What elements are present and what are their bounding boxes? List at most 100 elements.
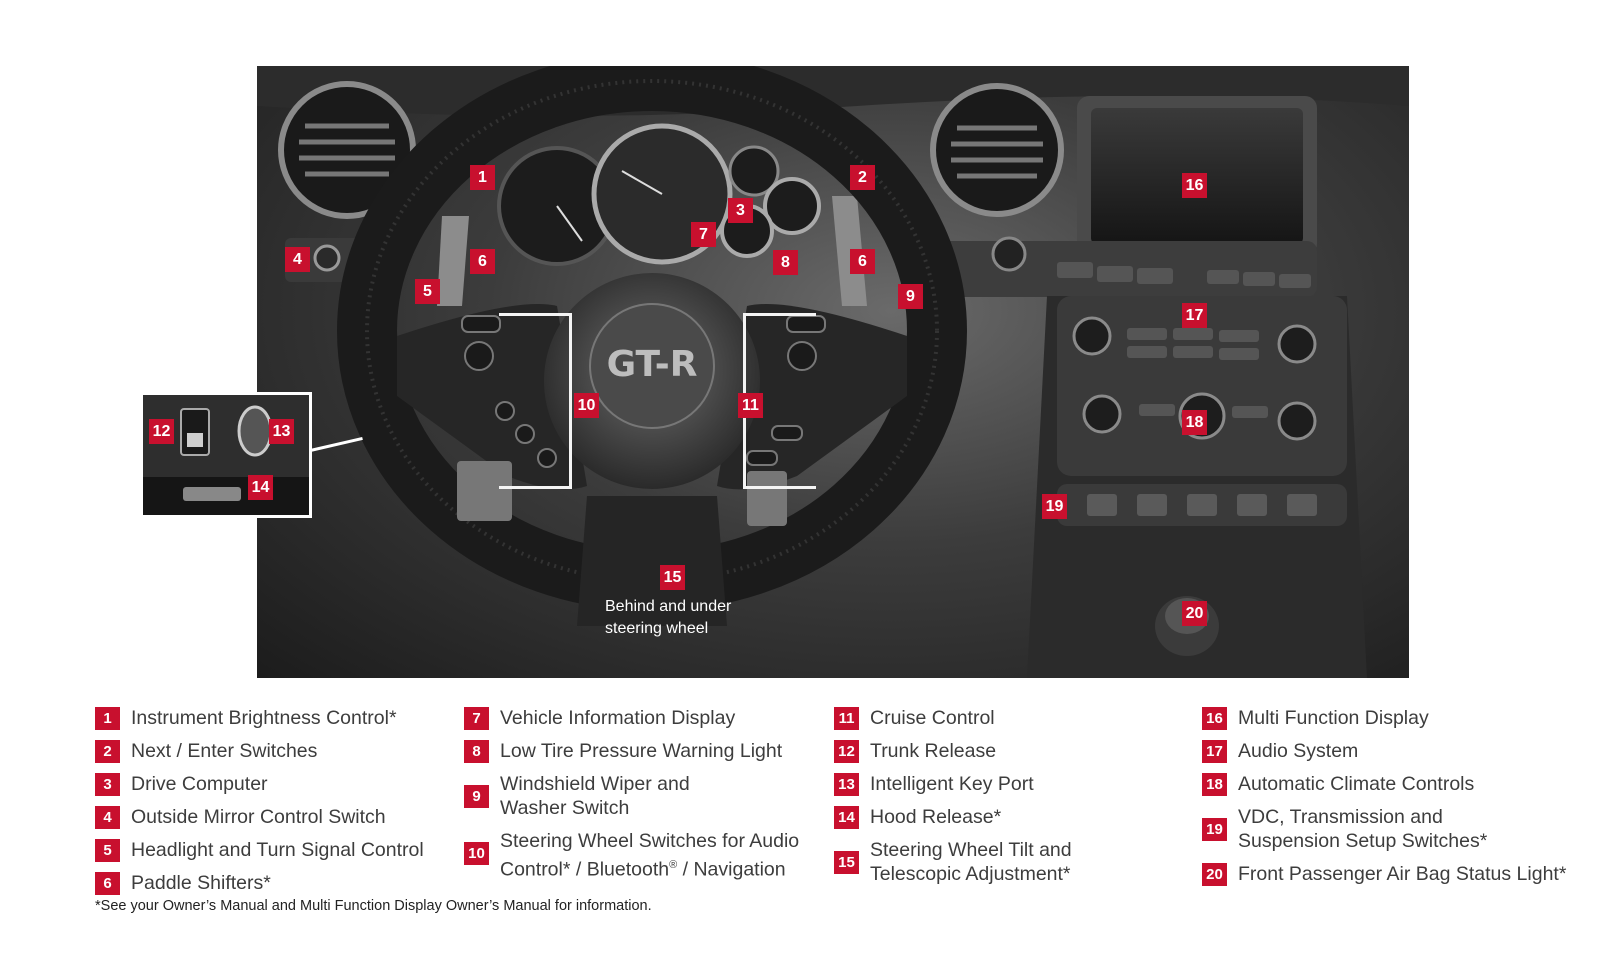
legend-label: Next / Enter Switches [131, 740, 318, 762]
callout-badge-6b: 6 [850, 249, 875, 274]
legend-label: Instrument Brightness Control* [131, 707, 397, 729]
legend-label-line2b: / Navigation [677, 858, 786, 881]
footnote: *See your Owner’s Manual and Multi Funct… [95, 898, 652, 914]
legend-item: 14 Hood Release* [834, 805, 1072, 829]
legend-item: 6 Paddle Shifters* [95, 871, 424, 895]
callout-badge-2: 2 [850, 165, 875, 190]
callout-badge-6a: 6 [470, 249, 495, 274]
callout-badge-8: 8 [773, 250, 798, 275]
legend-item: 1 Instrument Brightness Control* [95, 706, 424, 730]
legend-item: 13 Intelligent Key Port [834, 772, 1072, 796]
legend-num: 3 [95, 773, 120, 796]
legend-column-3: 11 Cruise Control 12 Trunk Release 13 Intel… [834, 706, 1072, 895]
dashboard-illustration: GT-R [257, 66, 1409, 678]
legend-item: 5 Headlight and Turn Signal Control [95, 838, 424, 862]
legend-num: 20 [1202, 863, 1227, 886]
callout-badge-20: 20 [1182, 601, 1207, 626]
legend-label-line1: Steering Wheel Tilt and [870, 839, 1072, 861]
legend-item: 16 Multi Function Display [1202, 706, 1566, 730]
legend-num: 15 [834, 851, 859, 874]
legend-label: Drive Computer [131, 773, 268, 795]
legend-num: 8 [464, 740, 489, 763]
legend-item: 11 Cruise Control [834, 706, 1072, 730]
callout-badge-7: 7 [691, 222, 716, 247]
legend-num: 10 [464, 842, 489, 865]
gtr-logo: GT-R [607, 344, 698, 385]
legend-label-line2: Suspension Setup Switches* [1238, 830, 1488, 852]
legend-label-line1: Windshield Wiper and [500, 773, 690, 795]
callout-badge-15: 15 [660, 565, 685, 590]
legend-num: 18 [1202, 773, 1227, 796]
callout-badge-13: 13 [269, 419, 294, 444]
legend-label-line2a: Control* / Bluetooth [500, 858, 670, 881]
legend-label: Multi Function Display [1238, 707, 1429, 729]
legend-item: 18 Automatic Climate Controls [1202, 772, 1566, 796]
legend-column-2: 7 Vehicle Information Display 8 Low Tire P… [464, 706, 799, 891]
legend-label: Low Tire Pressure Warning Light [500, 740, 783, 762]
legend-label: Trunk Release [870, 740, 997, 762]
legend-label: Cruise Control [870, 707, 995, 729]
callout-badge-12: 12 [149, 419, 174, 444]
legend-label: Audio System [1238, 740, 1359, 762]
legend-label: Automatic Climate Controls [1238, 773, 1475, 795]
registered-mark: ® [669, 859, 678, 871]
legend-item: 2 Next / Enter Switches [95, 739, 424, 763]
legend-num: 11 [834, 707, 859, 730]
legend-num: 5 [95, 839, 120, 862]
callout-badge-4: 4 [285, 247, 310, 272]
legend-label: Outside Mirror Control Switch [131, 806, 386, 828]
dashboard-photo: GT-R 1 2 3 4 5 6 6 7 8 9 10 11 15 16 17 … [257, 66, 1409, 678]
callout-badge-3: 3 [728, 198, 753, 223]
note-15-line2: steering wheel [605, 620, 709, 637]
note-15: Behind and under steering wheel [605, 596, 731, 640]
legend-num: 4 [95, 806, 120, 829]
legend-num: 1 [95, 707, 120, 730]
legend-label-line1: Steering Wheel Switches for Audio [500, 830, 800, 852]
callout-badge-1: 1 [470, 165, 495, 190]
legend-label: Paddle Shifters* [131, 872, 271, 894]
callout-badge-18: 18 [1182, 410, 1207, 435]
legend-label: Front Passenger Air Bag Status Light* [1238, 863, 1567, 885]
legend-item: 4 Outside Mirror Control Switch [95, 805, 424, 829]
legend-label: Intelligent Key Port [870, 773, 1034, 795]
legend-num: 6 [95, 872, 120, 895]
callout-badge-11: 11 [738, 393, 763, 418]
legend-label: Vehicle Information Display [500, 707, 736, 729]
legend-item: 12 Trunk Release [834, 739, 1072, 763]
callout-badge-16: 16 [1182, 173, 1207, 198]
callout-badge-17: 17 [1182, 303, 1207, 328]
legend-column-1: 1 Instrument Brightness Control* 2 Next / … [95, 706, 424, 904]
callout-badge-19: 19 [1042, 494, 1067, 519]
legend-item: 3 Drive Computer [95, 772, 424, 796]
callout-badge-9: 9 [898, 284, 923, 309]
callout-badge-14: 14 [248, 475, 273, 500]
legend-num: 12 [834, 740, 859, 763]
legend-label-line2: Washer Switch [500, 797, 630, 819]
legend-item: 8 Low Tire Pressure Warning Light [464, 739, 799, 763]
legend-num: 7 [464, 707, 489, 730]
callout-badge-5: 5 [415, 279, 440, 304]
legend-num: 19 [1202, 818, 1227, 841]
legend-label: Hood Release* [870, 806, 1002, 828]
legend-label-line2: Telescopic Adjustment* [870, 863, 1071, 885]
legend-num: 16 [1202, 707, 1227, 730]
legend-num: 13 [834, 773, 859, 796]
legend-label: Headlight and Turn Signal Control [131, 839, 424, 861]
legend-num: 9 [464, 785, 489, 808]
legend-label-line1: VDC, Transmission and [1238, 806, 1443, 828]
inset-photo: 12 13 14 [140, 392, 312, 518]
bracket-10 [499, 313, 572, 489]
legend-num: 2 [95, 740, 120, 763]
legend-num: 14 [834, 806, 859, 829]
inset-illustration [143, 395, 309, 515]
